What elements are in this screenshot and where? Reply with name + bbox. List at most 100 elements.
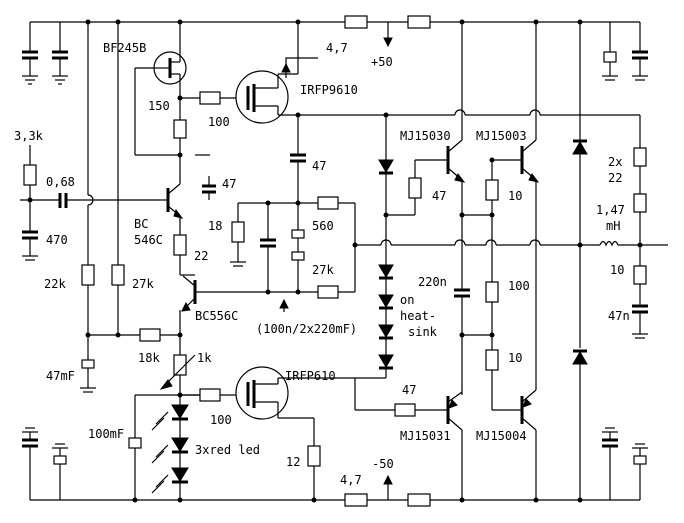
resistor-10-upper (485, 179, 499, 201)
resistor-4-7-top (344, 15, 368, 29)
transistor-mj15004 (492, 245, 539, 503)
cap-right-top (602, 22, 648, 81)
label-mj15030: MJ15030 (400, 129, 451, 143)
resistor-150 (173, 119, 187, 139)
label-minus50: -50 (372, 457, 394, 471)
resistor-22k (81, 264, 95, 286)
label-r22-out: 22 (608, 171, 622, 185)
label-r10-out: 10 (610, 263, 624, 277)
label-r100-top: 100 (208, 115, 230, 129)
label-r18k: 18k (138, 351, 160, 365)
labels: BF245B 150 100 IRFP9610 4,7 +50 3,3k 0,6… (14, 41, 630, 487)
resistor-560 (317, 196, 339, 210)
label-plus50: +50 (371, 55, 393, 69)
label-r560: 560 (312, 219, 334, 233)
label-r1k: 1k (197, 351, 212, 365)
resistor-4-7-bottom (344, 493, 368, 507)
top-rail (30, 15, 640, 29)
label-r2x: 2x (608, 155, 622, 169)
resistor-3-3k (23, 164, 37, 186)
label-r3k3: 3,3k (14, 129, 44, 143)
label-mh: mH (606, 219, 620, 233)
mosfet-irfp610 (235, 366, 355, 420)
label-r47-b2: 47 (402, 383, 416, 397)
label-r10-b: 10 (508, 351, 522, 365)
resistor-2x22-b (633, 193, 647, 213)
label-r12: 12 (286, 455, 300, 469)
minus50-arrow (383, 474, 393, 500)
bias-lines (80, 19, 180, 393)
plus50-arrow (383, 22, 393, 48)
label-note: (100n/2x220mF) (256, 322, 357, 336)
cap-left-top (22, 22, 68, 85)
flyback-diodes (572, 19, 588, 503)
resistor-12 (307, 445, 321, 467)
transistor-bc546c (160, 175, 184, 235)
label-on: on (400, 293, 414, 307)
label-r47-bot: 4,7 (340, 473, 362, 487)
resistor-100-mid (485, 281, 499, 303)
label-r47-b1: 47 (432, 189, 446, 203)
output-line (352, 239, 668, 248)
label-sink: sink (408, 325, 438, 339)
resistor-47-driver (408, 177, 422, 199)
label-c47n: 47n (608, 309, 630, 323)
transistor-mj15030 (386, 19, 466, 285)
cap-right-bottom (602, 427, 648, 500)
label-r27k: 27k (132, 277, 154, 291)
label-bc546c-2: 546C (134, 233, 163, 247)
diode-column (355, 115, 394, 379)
label-l147: 1,47 (596, 203, 625, 217)
label-mj15031: MJ15031 (400, 429, 451, 443)
label-r100-bot: 100 (210, 413, 232, 427)
resistor-10-lower (485, 349, 499, 371)
resistor-bottom-2 (407, 493, 431, 507)
label-mj15003: MJ15003 (476, 129, 527, 143)
resistor-47-lower (394, 403, 416, 417)
transistor-mj15003 (462, 19, 540, 245)
label-r100-mid: 100 (508, 279, 530, 293)
resistor-27k (111, 264, 125, 286)
label-r470: 470 (46, 233, 68, 247)
label-c100mf: 100mF (88, 427, 124, 441)
resistor-27k-bias (317, 285, 339, 299)
label-r10-a: 10 (508, 189, 522, 203)
cap-left-bottom (22, 427, 68, 500)
label-c220n: 220n (418, 275, 447, 289)
label-leds: 3xred led (195, 443, 260, 457)
input-network (20, 145, 160, 261)
bottom-rail (30, 493, 640, 507)
transistor-bc556c (179, 275, 197, 355)
transistor-mj15031 (354, 378, 465, 503)
resistor-18 (231, 221, 245, 243)
mid-network (454, 215, 499, 410)
resistor-top-2 (407, 15, 431, 29)
label-irfp9610: IRFP9610 (300, 83, 358, 97)
label-r47-top: 4,7 (326, 41, 348, 55)
output-network (632, 115, 648, 339)
cap-100mf (128, 395, 142, 503)
resistor-22 (173, 234, 187, 256)
resistor-18k (139, 328, 161, 342)
label-r22k: 22k (44, 277, 66, 291)
label-heat: heat- (400, 309, 436, 323)
bias-network (195, 196, 356, 299)
label-c47mf: 47mF (46, 369, 75, 383)
cap-47-mid (195, 154, 216, 200)
mosfet-irfp9610 (235, 22, 299, 124)
label-bc546c-1: BC (134, 217, 148, 231)
label-c47-gate: 47 (312, 159, 326, 173)
cap-47mf (81, 359, 95, 369)
resistor-10-zobel (633, 265, 647, 285)
label-mj15004: MJ15004 (476, 429, 527, 443)
label-bf245b: BF245B (103, 41, 146, 55)
label-c068: 0,68 (46, 175, 75, 189)
label-r150: 150 (148, 99, 170, 113)
resistor-100-bottom (199, 388, 221, 402)
label-c47-mid: 47 (222, 177, 236, 191)
label-bc556c: BC556C (195, 309, 238, 323)
led-string (151, 395, 189, 503)
label-irfp610: IRFP610 (285, 369, 336, 383)
